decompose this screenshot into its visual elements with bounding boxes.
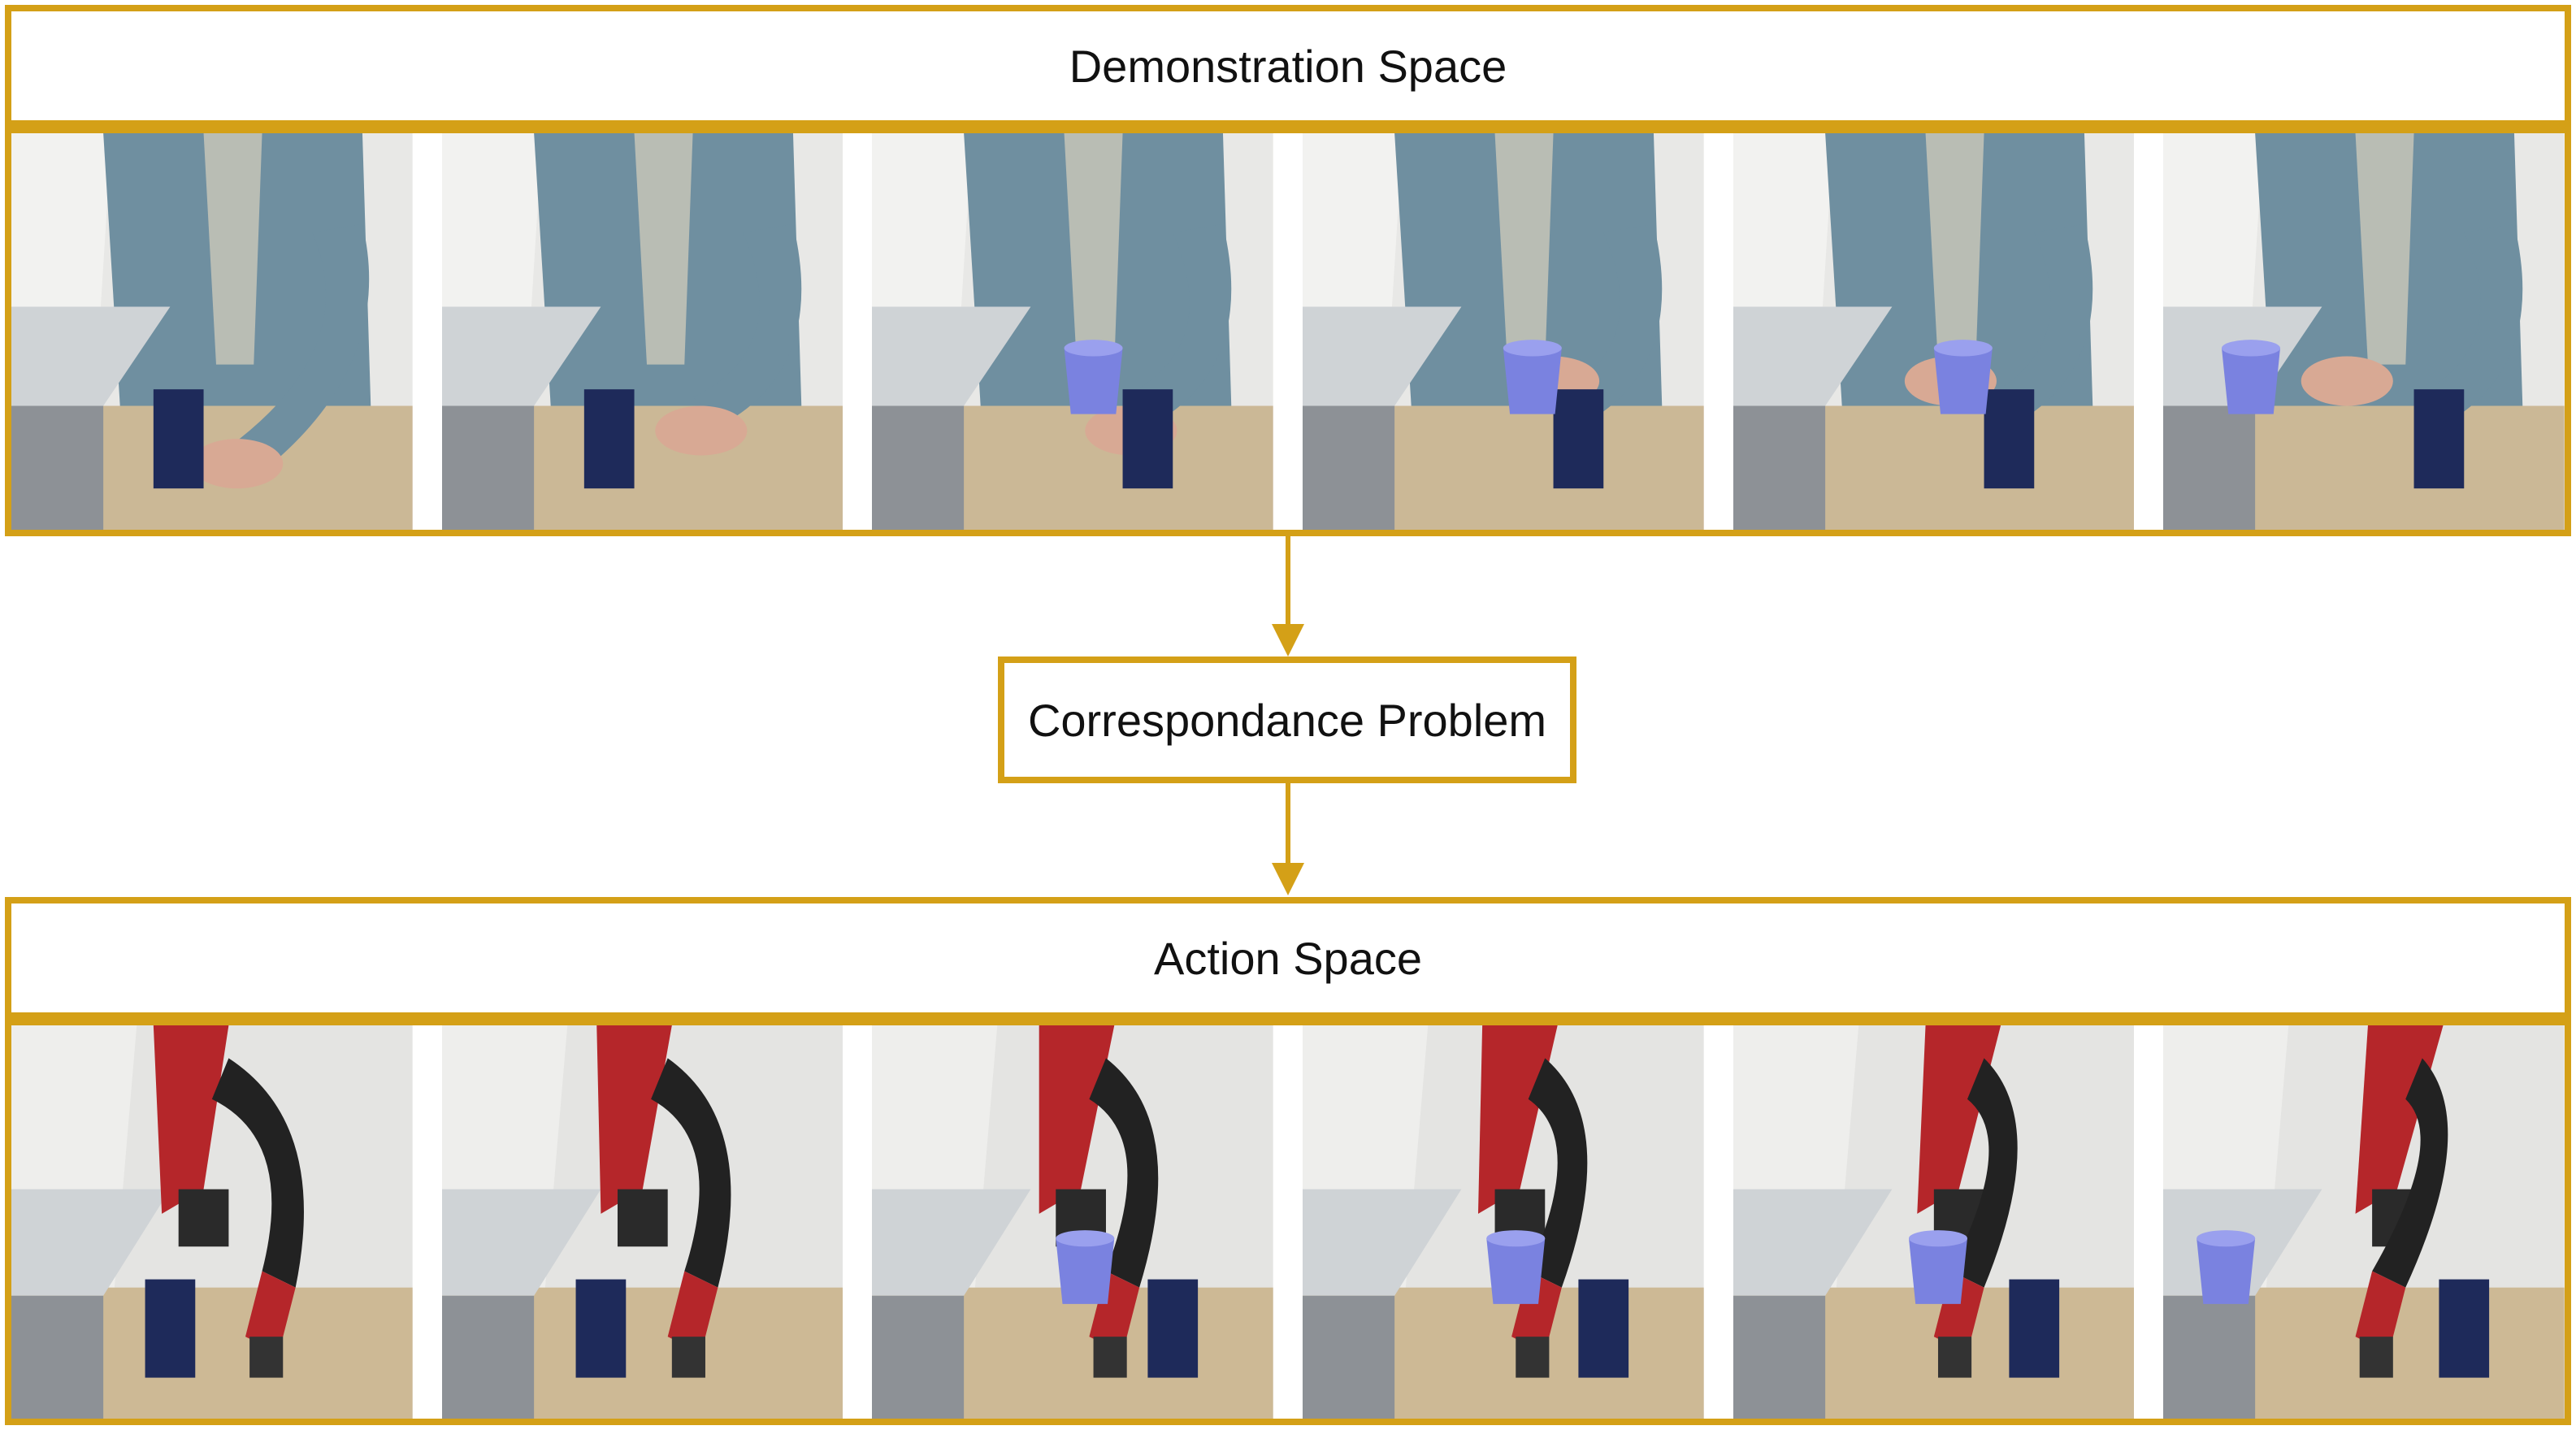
arrow-down-icon xyxy=(1272,536,1304,656)
action-frame-image xyxy=(872,1025,1274,1419)
arrow-down-icon xyxy=(1272,783,1304,895)
action-frame-image xyxy=(2163,1025,2565,1419)
action-frame-image xyxy=(441,1025,843,1419)
action-space-title: Action Space xyxy=(1154,932,1422,984)
action-frame-image xyxy=(11,1025,413,1419)
demonstration-space-title: Demonstration Space xyxy=(1069,40,1507,92)
action-frame-image xyxy=(1733,1025,2135,1419)
correspondence-problem-box: Correspondance Problem xyxy=(998,656,1576,783)
action-frames xyxy=(5,1019,2571,1425)
demonstration-frame-image xyxy=(441,133,843,530)
correspondence-problem-label: Correspondance Problem xyxy=(1027,694,1547,746)
demonstration-frame-image xyxy=(1733,133,2135,530)
demonstration-space-title-box: Demonstration Space xyxy=(5,5,2571,127)
demonstration-frames xyxy=(5,127,2571,536)
demonstration-frame-image xyxy=(11,133,413,530)
demonstration-frame-image xyxy=(872,133,1274,530)
action-frame-image xyxy=(1303,1025,1704,1419)
demonstration-frame-image xyxy=(2163,133,2565,530)
action-space-title-box: Action Space xyxy=(5,897,2571,1019)
demonstration-frame-image xyxy=(1303,133,1704,530)
